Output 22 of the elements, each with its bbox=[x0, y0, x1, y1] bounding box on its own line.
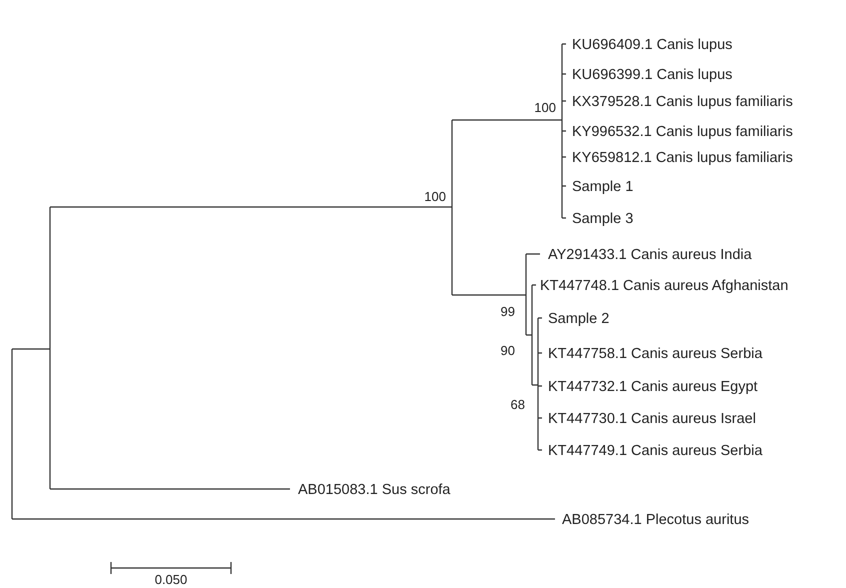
taxon-label: KU696399.1 Canis lupus bbox=[572, 67, 732, 83]
taxon-label: KY659812.1 Canis lupus familiaris bbox=[572, 150, 793, 166]
bootstrap-value: 90 bbox=[500, 343, 515, 358]
taxon-label: AB015083.1 Sus scrofa bbox=[298, 482, 450, 498]
taxon-label: KT447748.1 Canis aureus Afghanistan bbox=[540, 278, 788, 294]
bootstrap-value: 68 bbox=[510, 397, 525, 412]
taxon-label: Sample 3 bbox=[572, 211, 634, 227]
bootstrap-value: 100 bbox=[424, 189, 446, 204]
taxon-label: KY996532.1 Canis lupus familiaris bbox=[572, 124, 793, 140]
taxon-label: KX379528.1 Canis lupus familiaris bbox=[572, 94, 793, 110]
taxon-label: Sample 2 bbox=[548, 311, 610, 327]
taxon-label: AY291433.1 Canis aureus India bbox=[548, 247, 752, 263]
taxon-label: AB085734.1 Plecotus auritus bbox=[562, 512, 750, 528]
taxon-label: KU696409.1 Canis lupus bbox=[572, 37, 732, 53]
taxon-label: Sample 1 bbox=[572, 179, 634, 195]
taxon-label: KT447732.1 Canis aureus Egypt bbox=[548, 379, 758, 395]
taxon-label: KT447730.1 Canis aureus Israel bbox=[548, 411, 756, 427]
bootstrap-value: 100 bbox=[534, 100, 556, 115]
taxon-label: KT447758.1 Canis aureus Serbia bbox=[548, 346, 762, 362]
taxon-label: KT447749.1 Canis aureus Serbia bbox=[548, 443, 762, 459]
scale-value: 0.050 bbox=[154, 572, 188, 587]
bootstrap-value: 99 bbox=[500, 304, 515, 319]
